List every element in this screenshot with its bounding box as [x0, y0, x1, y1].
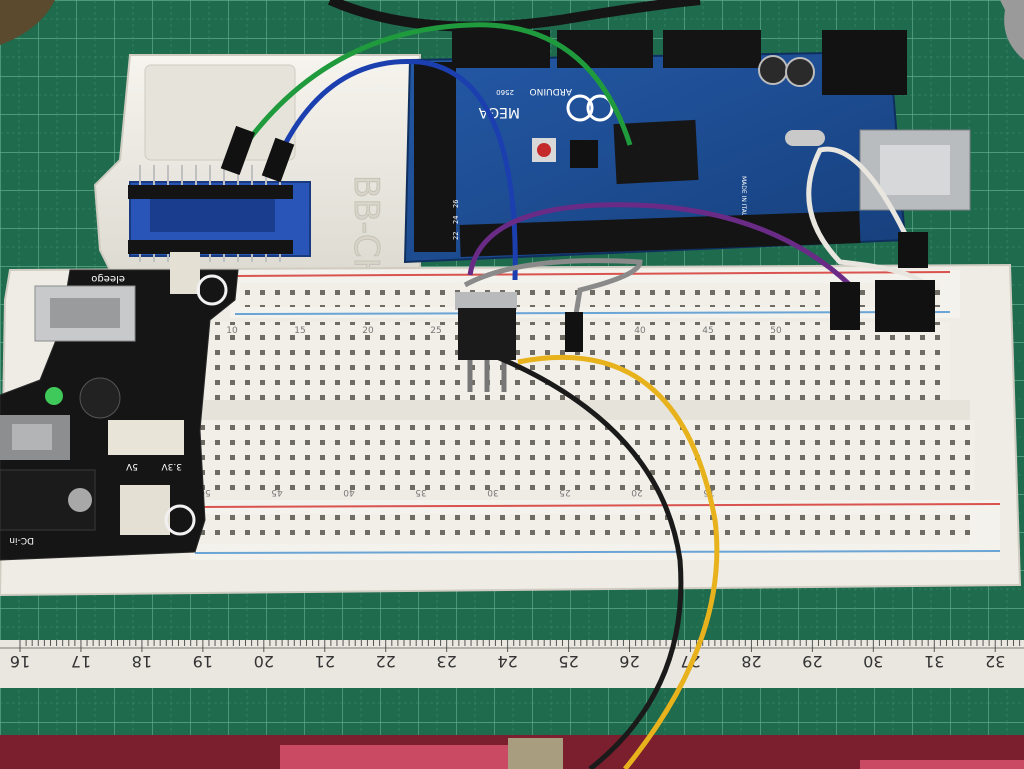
breadboard-bottom-number: 35 — [415, 487, 426, 497]
arduino-header-top-1 — [452, 30, 550, 68]
ruler-number: 25 — [558, 652, 578, 671]
module-header-pins — [108, 420, 184, 455]
wire-yellow — [517, 355, 720, 769]
ruler-number: 23 — [436, 652, 456, 671]
ruler-number: 26 — [619, 652, 639, 671]
power-supply-module: eleego 3.3V 5V DC-in — [0, 252, 239, 561]
ruler-number: 21 — [315, 652, 335, 671]
breadboard-center-channel — [195, 400, 970, 420]
black-cable-top — [327, 0, 701, 32]
corner-object — [0, 0, 55, 45]
power-module-brand-label: eleego — [91, 273, 125, 284]
breadboard-bottom-number: 30 — [487, 487, 499, 497]
capacitor-1 — [758, 55, 788, 85]
breadboard-top-number: 40 — [634, 326, 646, 336]
ruler-number: 28 — [741, 652, 761, 671]
bottom-metal-connector — [508, 738, 563, 769]
breadboard-top-number: 45 — [702, 326, 713, 336]
module-jumper-top — [170, 252, 200, 294]
ruler-number: 16 — [10, 652, 30, 671]
icsp-header — [570, 140, 598, 168]
wire-purple — [467, 202, 852, 287]
capacitor-2 — [785, 57, 815, 87]
header-pin-label-3: 26 — [452, 200, 460, 208]
ruler-number: 18 — [132, 652, 152, 671]
wire-connector-4 — [875, 280, 935, 332]
arduino-brand-label: ARDUINO — [530, 86, 572, 96]
breadboard-bottom-number: 20 — [631, 487, 643, 497]
arduino-rev-label: 2560 — [496, 88, 514, 96]
wire-connector-3 — [830, 282, 860, 330]
wire-connector-6 — [565, 312, 583, 352]
breadboard-bottom-rail — [190, 500, 1001, 560]
wire-blue — [279, 59, 518, 281]
header-pin-label-2: 24 — [452, 216, 460, 224]
arduino-header-top-2 — [557, 30, 653, 68]
wire-green — [242, 22, 633, 147]
wire-connector-1 — [220, 125, 255, 176]
arduino-header-bottom — [459, 211, 861, 257]
ruler-number: 19 — [193, 652, 213, 671]
arduino-header-top-3 — [663, 30, 761, 68]
ruler-number: 17 — [71, 652, 91, 671]
wire-black — [479, 347, 684, 769]
breadboard-top-rail — [230, 270, 960, 318]
green-led — [45, 387, 63, 405]
breadboard-bottom-number: 50 — [199, 487, 211, 497]
breadboard-brand-label: BB-CH — [346, 175, 386, 283]
wire-gray — [463, 258, 643, 321]
breadboard-top-number: 15 — [294, 326, 305, 336]
wire-white — [806, 146, 933, 292]
arduino-header-left — [414, 62, 456, 252]
voltage-label-3v3: 3.3V — [161, 461, 182, 471]
ruler-number: 24 — [497, 652, 517, 671]
ruler-number: 30 — [863, 652, 883, 671]
voltage-label-5v: 5V — [125, 461, 138, 471]
dc-jack — [822, 30, 907, 95]
breadboard-bottom-number: 45 — [271, 487, 282, 497]
wire-connector-5 — [898, 232, 928, 268]
crystal — [785, 130, 825, 146]
atmega2560-chip — [613, 119, 699, 185]
ruler-number: 29 — [802, 652, 822, 671]
breadboard-top-number: 50 — [770, 326, 782, 336]
breadboard-top-number: 20 — [362, 326, 374, 336]
gray-object-right — [1000, 0, 1024, 60]
arduino-mega-board: MEGA ARDUINO 2560 MADE IN ITALY 22 24 26 — [403, 30, 971, 264]
module-jumper-bottom — [120, 485, 170, 535]
arduino-made-in-label: MADE IN ITALY — [740, 176, 747, 219]
breadboard-terminal-bottom — [195, 420, 975, 490]
ruler-number: 20 — [254, 652, 274, 671]
breadboard-top-number: 25 — [430, 326, 441, 336]
wire-connector-2 — [261, 137, 295, 183]
ruler-number: 22 — [376, 652, 396, 671]
ruler-number: 31 — [924, 652, 944, 671]
header-pin-label-1: 22 — [452, 232, 460, 240]
module-capacitor — [79, 377, 121, 419]
breadboard-bottom-number: 40 — [343, 487, 355, 497]
ruler-number: 32 — [985, 652, 1005, 671]
dc-in-label: DC-in — [9, 535, 34, 545]
blue-module — [128, 165, 311, 262]
breadboard-top-number: 10 — [226, 326, 238, 336]
jumper-wires — [220, 22, 935, 769]
breadboard-bottom-number: 25 — [559, 487, 570, 497]
